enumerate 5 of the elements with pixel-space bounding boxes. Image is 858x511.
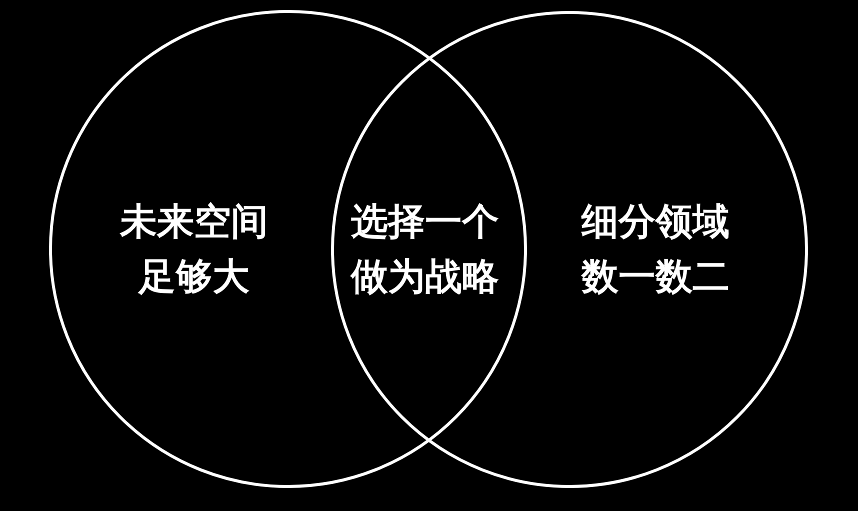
circle-label: 细分领域数一数二 [580, 199, 730, 300]
circle-label: 未来空间足够大 [118, 199, 269, 300]
venn-circle [331, 10, 808, 488]
venn-circle [49, 10, 527, 488]
overlap-label: 选择一个做为战略 [349, 199, 500, 300]
